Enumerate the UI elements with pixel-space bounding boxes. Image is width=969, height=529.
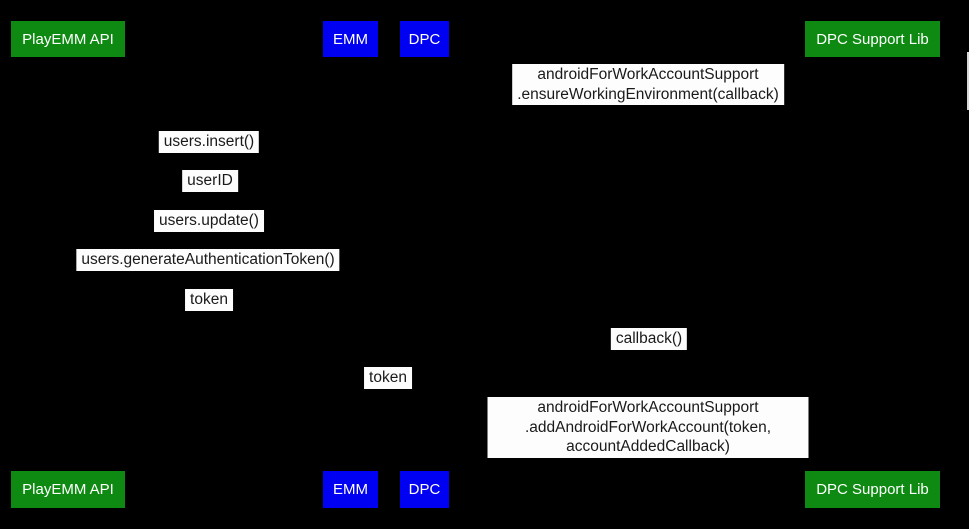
actor-label: EMM [333, 481, 368, 498]
message-users-update: users.update() [154, 210, 264, 232]
actor-label: DPC Support Lib [816, 481, 929, 498]
message-ensure-working-environment: androidForWorkAccountSupport .ensureWork… [512, 64, 784, 105]
actor-label: DPC [408, 481, 441, 498]
actor-label: EMM [333, 30, 368, 48]
message-users-insert: users.insert() [158, 131, 260, 153]
message-userid: userID [182, 170, 238, 192]
actor-playemm-api-top: PlayEMM API [11, 21, 125, 57]
actor-emm-top: EMM [323, 21, 378, 57]
actor-dpc-support-lib-top: DPC Support Lib [805, 21, 940, 57]
message-callback: callback() [610, 328, 688, 350]
message-add-android-for-work-account: androidForWorkAccountSupport .addAndroid… [487, 397, 809, 458]
actor-dpc-top: DPC [400, 21, 449, 57]
actor-label: DPC Support Lib [816, 30, 929, 48]
actor-dpc-support-lib-bottom: DPC Support Lib [805, 471, 940, 508]
actor-label: DPC [408, 30, 441, 48]
message-token-to-dpc: token [364, 367, 412, 389]
actor-emm-bottom: EMM [323, 471, 378, 508]
actor-label: PlayEMM API [22, 30, 114, 48]
message-generate-authentication-token: users.generateAuthenticationToken() [76, 249, 340, 271]
actor-label: PlayEMM API [22, 481, 114, 498]
actor-playemm-api-bottom: PlayEMM API [11, 471, 125, 508]
actor-dpc-bottom: DPC [400, 471, 449, 508]
scrollbar-thumb[interactable] [967, 52, 969, 110]
message-token-to-emm: token [185, 289, 233, 311]
